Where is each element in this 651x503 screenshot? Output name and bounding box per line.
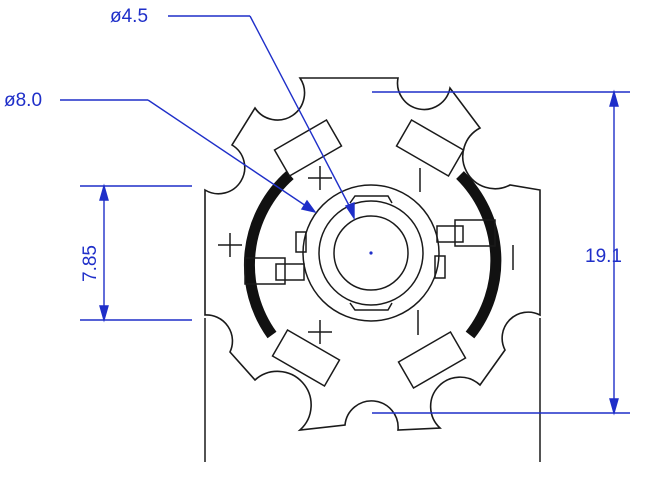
crosshair-marks [218, 166, 332, 344]
dimension-lines [60, 15, 630, 416]
left-connector [244, 257, 286, 285]
center-dot [369, 251, 373, 255]
pad-spacing-label: 7.85 [80, 245, 101, 282]
lens-circles [302, 184, 440, 322]
led-diameter-label: ø4.5 [110, 6, 148, 27]
pad-ring-arcs [244, 170, 502, 339]
board-outline [204, 77, 541, 432]
pad-bottom-right [397, 330, 467, 390]
pad-top-left [273, 118, 343, 178]
lens-mid-circle [318, 200, 424, 306]
led-circle [333, 215, 409, 291]
side-connectors [244, 168, 514, 335]
board-size-label: 19.1 [585, 246, 622, 267]
pad-top-right [395, 118, 465, 178]
corner-pads [271, 118, 467, 390]
right-connector [454, 219, 496, 247]
lens-diameter-label: ø8.0 [4, 90, 42, 111]
extension-lines [204, 318, 541, 462]
lens-outer-circle [302, 184, 440, 322]
pad-bottom-left [271, 328, 341, 388]
